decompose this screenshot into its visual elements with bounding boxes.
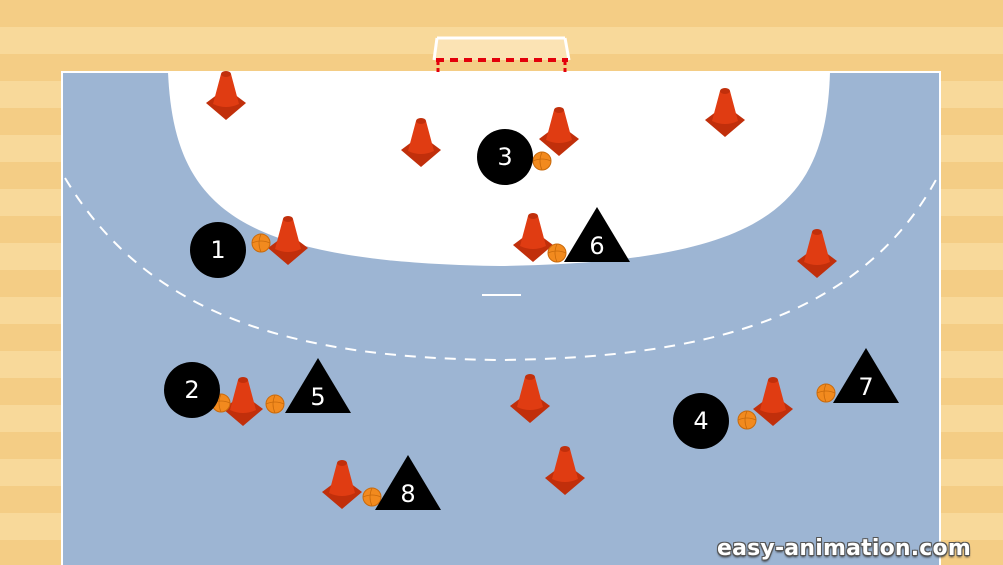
watermark: easy-animation.com	[716, 536, 971, 561]
attacker-player: 1	[190, 222, 246, 278]
player-number: 5	[310, 383, 325, 411]
cone	[206, 71, 246, 120]
triangle-icon	[564, 207, 630, 262]
circle-icon	[190, 222, 246, 278]
cone	[513, 213, 553, 262]
free-throw-line	[64, 177, 938, 362]
player-number: 8	[400, 480, 415, 508]
defender-player: 7	[833, 348, 899, 403]
circle-icon	[673, 393, 729, 449]
defender-player: 5	[285, 358, 351, 413]
cone	[510, 374, 550, 423]
balls-layer	[211, 151, 836, 507]
attacker-player: 3	[477, 129, 533, 185]
player-number: 6	[589, 232, 604, 260]
circle-icon	[164, 362, 220, 418]
cones-layer	[206, 71, 837, 509]
cone	[705, 88, 745, 137]
ball	[816, 383, 836, 403]
circle-icon	[477, 129, 533, 185]
cone	[753, 377, 793, 426]
player-number: 2	[184, 376, 199, 404]
player-number: 1	[210, 236, 225, 264]
cone	[401, 118, 441, 167]
player-number: 7	[858, 373, 873, 401]
attacker-player: 2	[164, 362, 220, 418]
triangle-icon	[375, 455, 441, 510]
cone	[268, 216, 308, 265]
ball	[251, 233, 271, 253]
cone	[539, 107, 579, 156]
ball	[547, 243, 567, 263]
players-layer: 1 2 3 4 5 6 7 8	[164, 129, 899, 510]
player-number: 3	[497, 143, 512, 171]
ball	[362, 487, 382, 507]
ball	[265, 394, 285, 414]
cone	[797, 229, 837, 278]
cone	[322, 460, 362, 509]
attacker-player: 4	[673, 393, 729, 449]
ball	[737, 410, 757, 430]
cone	[545, 446, 585, 495]
defender-player: 8	[375, 455, 441, 510]
player-number: 4	[693, 407, 708, 435]
triangle-icon	[285, 358, 351, 413]
triangle-icon	[833, 348, 899, 403]
goal	[432, 36, 571, 72]
cone	[223, 377, 263, 426]
defender-player: 6	[564, 207, 630, 262]
ball	[532, 151, 552, 171]
